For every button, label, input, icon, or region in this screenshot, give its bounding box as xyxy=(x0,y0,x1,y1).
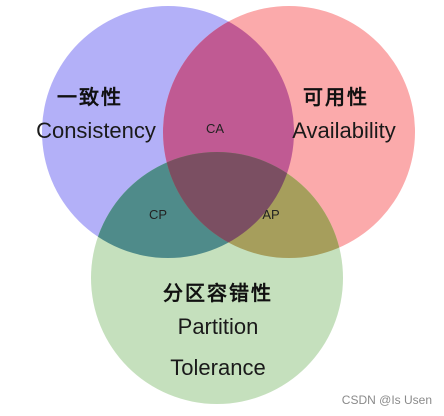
consistency-label-en: Consistency xyxy=(36,118,156,143)
cp-label: CP xyxy=(149,207,167,222)
partition-label-zh: 分区容错性 xyxy=(163,281,273,305)
consistency-label-zh: 一致性 xyxy=(57,85,123,109)
ca-label: CA xyxy=(206,121,224,136)
ap-overlap-region xyxy=(163,152,343,258)
watermark-text: CSDN @Is Usen xyxy=(342,393,432,407)
partition-label-en-line1: Partition xyxy=(178,314,259,339)
ap-label: AP xyxy=(262,207,279,222)
availability-label-zh: 可用性 xyxy=(303,85,369,109)
partition-label-en-line2: Tolerance xyxy=(170,355,265,380)
availability-label-en: Availability xyxy=(292,118,396,143)
